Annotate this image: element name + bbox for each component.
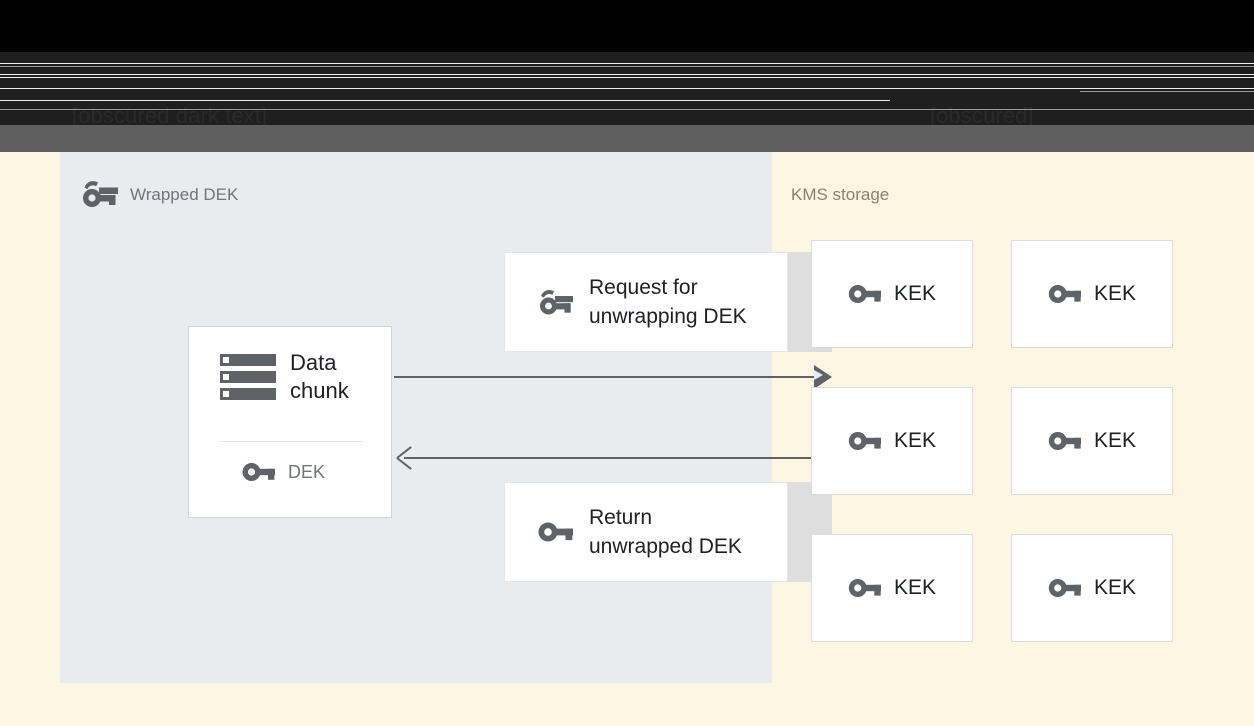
storage-chunk-icon: [220, 354, 276, 400]
kek-label: KEK: [893, 282, 937, 305]
kek-card[interactable]: KEK: [811, 240, 973, 348]
kek-label: KEK: [1093, 429, 1137, 452]
window-chrome-black: [0, 0, 1254, 52]
chrome-rule: [1080, 91, 1254, 92]
return-arrow-line: [404, 457, 834, 459]
wrapped-dek-panel: Wrapped DEK Data chunk: [60, 152, 834, 683]
data-chunk-card[interactable]: Data chunk DEK: [188, 326, 392, 518]
wrapped-key-icon: [537, 288, 575, 316]
return-unwrapped-label: Return unwrapped DEK: [589, 506, 742, 558]
request-arrow-line: [394, 376, 824, 378]
storage-bar: [220, 354, 276, 366]
key-icon: [848, 576, 882, 600]
kek-card[interactable]: KEK: [1011, 534, 1173, 642]
data-chunk-dek-label: DEK: [288, 461, 326, 482]
kek-card[interactable]: KEK: [811, 387, 973, 495]
return-unwrapped-card[interactable]: Return unwrapped DEK: [504, 482, 788, 582]
data-chunk-label: Data chunk: [290, 350, 349, 403]
request-unwrapping-card[interactable]: Request for unwrapping DEK: [504, 252, 788, 352]
chrome-rule: [0, 100, 890, 101]
storage-bar: [220, 371, 276, 383]
kek-label: KEK: [1093, 282, 1137, 305]
key-icon: [848, 429, 882, 453]
kms-storage-title: KMS storage: [791, 185, 890, 204]
data-chunk-dek-row: DEK: [189, 461, 391, 483]
chrome-rule: [0, 109, 1254, 110]
chrome-rule: [0, 88, 1254, 89]
key-icon: [242, 461, 276, 483]
chrome-rule: [0, 66, 1254, 67]
chrome-rule: [0, 63, 1254, 64]
kek-grid: KEK KEK KEK: [811, 240, 1173, 642]
chrome-rule: [0, 74, 1254, 75]
request-unwrapping-label: Request for unwrapping DEK: [589, 276, 747, 328]
obscured-heading-left: [obscured dark text] [obscured dark text…: [72, 103, 268, 125]
storage-bar: [220, 388, 276, 400]
kek-label: KEK: [893, 429, 937, 452]
kek-card[interactable]: KEK: [1011, 387, 1173, 495]
kek-label: KEK: [1093, 576, 1137, 599]
data-chunk-header: Data chunk: [189, 349, 391, 405]
diagram-canvas: Wrapped DEK Data chunk: [0, 152, 1254, 726]
kek-card[interactable]: KEK: [1011, 240, 1173, 348]
key-icon: [848, 282, 882, 306]
key-icon: [1048, 282, 1082, 306]
obscured-heading-right: [obscured] [obscured]: [930, 103, 1034, 125]
key-icon: [1048, 576, 1082, 600]
wrapped-key-icon: [80, 179, 120, 209]
window-chrome-gray-bar: [0, 125, 1254, 152]
key-icon: [537, 518, 575, 546]
key-icon: [1048, 429, 1082, 453]
wrapped-dek-panel-title: Wrapped DEK: [130, 185, 239, 204]
data-chunk-divider: [219, 441, 363, 442]
kek-card[interactable]: KEK: [811, 534, 973, 642]
kek-label: KEK: [893, 576, 937, 599]
request-arrow-head: [814, 365, 832, 389]
return-arrow-head: [397, 448, 417, 468]
window-chrome-obscured-bar: [obscured dark text] [obscured dark text…: [0, 52, 1254, 125]
chrome-rule: [0, 77, 1254, 78]
